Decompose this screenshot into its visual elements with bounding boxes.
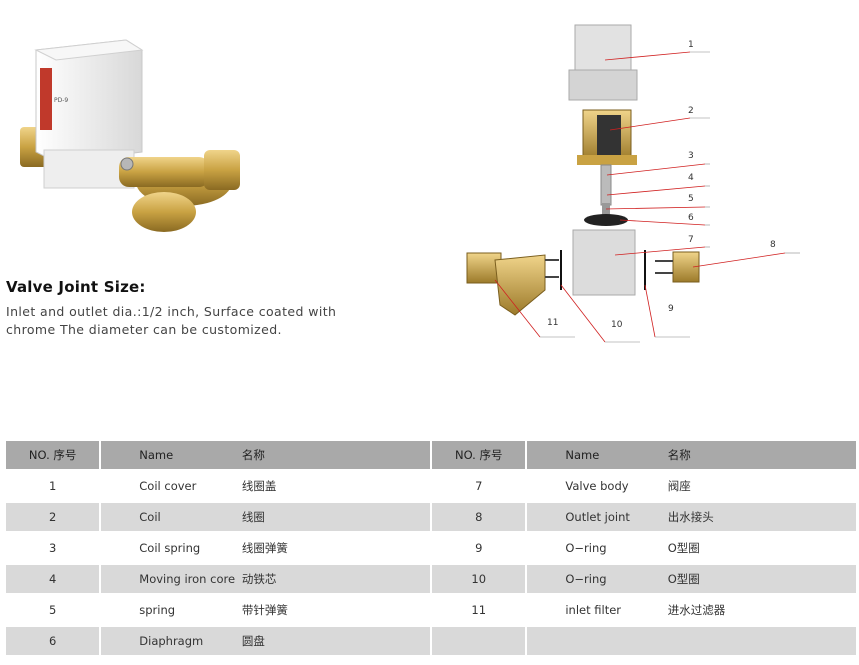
cell-name: Diaphragm [101,627,242,655]
cell-no: 1 [6,472,102,500]
callout-3: 3 [688,151,694,161]
cell-name-2: Outlet joint [527,503,668,531]
callout-8: 8 [770,240,776,250]
cell-no-2: 10 [432,565,528,593]
cell-name: Coil spring [139,541,201,555]
cell-no-2: 8 [432,503,528,531]
valve-joint-size-description: Inlet and outlet dia.:1/2 inch, Surface … [6,304,337,337]
cell-name: spring [139,603,176,617]
callout-10: 10 [611,320,623,330]
cell-name-2: inlet filter [565,603,622,617]
header-name: Name [101,441,242,469]
cell-name: Coil [101,503,242,531]
cell-chinese-name-2: 进水过滤器 [667,603,726,617]
cell-chinese-name: 线圈弹簧 [242,534,433,562]
cell-no-2: 9 [432,534,528,562]
cell-chinese-name: 圆盘 [241,627,433,655]
cell-name-2: O−ring [527,565,668,593]
table-row: 3 Coil spring 线圈弹簧 9 O−ring O型圈 [6,534,856,562]
cell-chinese-name-2: 出水接头 [667,503,856,531]
solenoid-valve-photo: PD-9 [20,39,240,232]
cell-name-2 [527,627,668,655]
part-valve-body [572,229,636,296]
cell-no-2: 7 [432,472,528,500]
cell-chinese-name-2: O型圈 [667,565,856,593]
table-row: 2 Coil 线圈 8 Outlet joint 出水接头 [6,503,856,531]
table-row: 4 Moving iron core 动铁芯 10 O−ring O型圈 [6,565,856,593]
callout-1: 1 [688,40,694,50]
cell-name: Moving iron core [101,565,242,593]
cell-name-2: O−ring [565,541,607,555]
cell-chinese-name-2: 阀座 [667,479,691,493]
cell-name: Coil cover [139,479,197,493]
header-chinese-name: 名称 [241,441,433,469]
cell-chinese-name-2: O型圈 [667,541,700,555]
header-name-2: Name [527,441,668,469]
table-row: 5 spring 带针弹簧 11 inlet filter 进水过滤器 [6,596,856,624]
parts-table: NO. 序号 Name 名称 NO. 序号 Name 名称 1 Coil cov… [6,438,856,658]
cell-chinese-name: 带针弹簧 [242,596,433,624]
header-no-2: NO. 序号 [432,441,528,469]
cell-chinese-name: 线圈盖 [242,472,433,500]
cell-chinese-name: 线圈 [241,503,433,531]
cell-no-2 [432,627,528,655]
table-row: 1 Coil cover 线圈盖 7 Valve body 阀座 [6,472,856,500]
cell-no: 2 [6,503,102,531]
table-row: 6 Diaphragm 圆盘 [6,627,856,655]
callout-7: 7 [688,235,694,245]
callout-4: 4 [688,173,694,183]
table-header-row: NO. 序号 Name 名称 NO. 序号 Name 名称 [6,441,856,469]
product-label-text: PD-9 [54,97,68,104]
callout-9: 9 [668,304,674,314]
part-coil [577,109,637,165]
part-diaphragm [584,214,628,226]
part-coil-cover [568,24,638,101]
callout-5: 5 [688,194,694,204]
cell-chinese-name-2 [667,627,856,655]
callout-11: 11 [547,318,558,328]
cell-no: 5 [6,596,102,624]
callout-2: 2 [688,106,694,116]
valve-joint-size-title: Valve Joint Size: [6,278,146,296]
exploded-view-diagram: 1 2 3 4 5 6 7 8 9 10 11 [466,24,800,343]
header-no: NO. 序号 [6,441,102,469]
part-moving-iron-core [600,164,612,206]
cell-no: 4 [6,565,102,593]
part-inlet-filter [466,252,559,316]
cell-name-2: Valve body [565,479,629,493]
callout-6: 6 [688,213,694,223]
cell-chinese-name: 动铁芯 [241,565,433,593]
cell-no: 6 [6,627,102,655]
cell-no: 3 [6,534,102,562]
cell-no-2: 11 [432,596,528,624]
header-chinese-name-2: 名称 [667,441,856,469]
